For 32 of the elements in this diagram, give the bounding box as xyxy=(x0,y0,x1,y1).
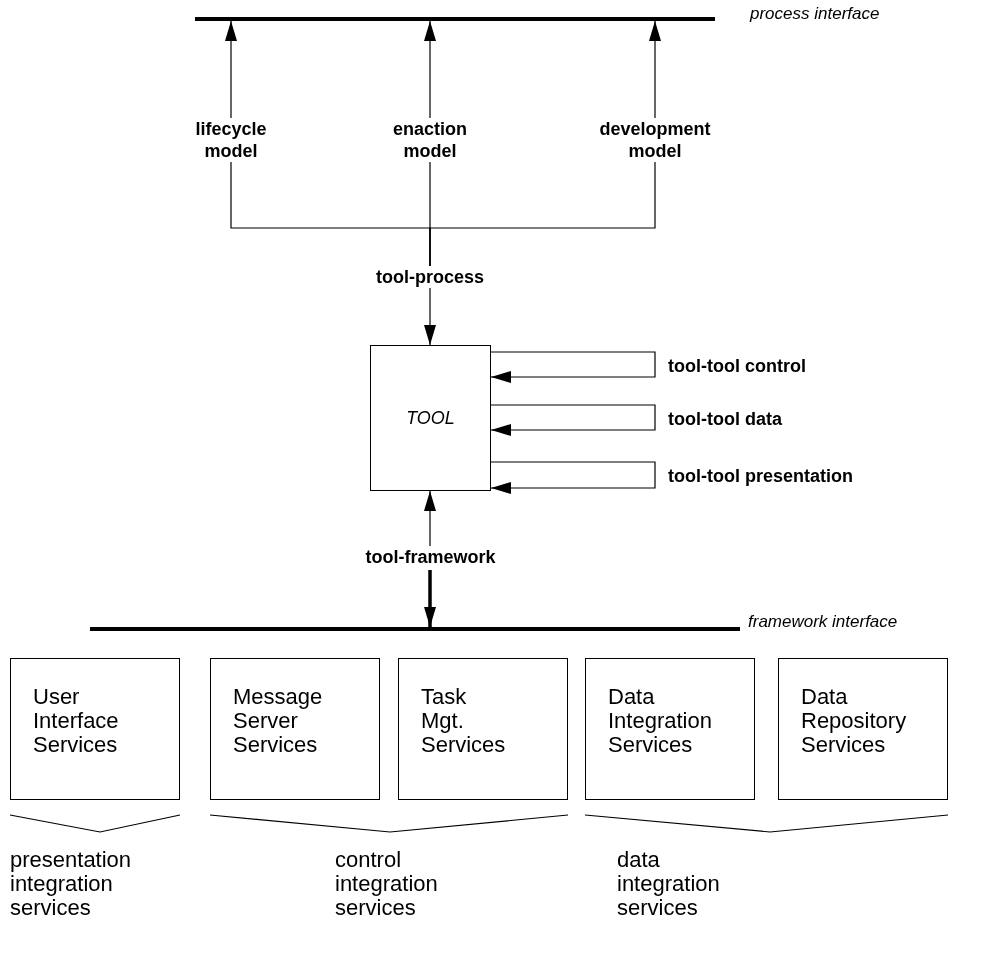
text-label: enaction model xyxy=(384,118,476,162)
service-box xyxy=(778,658,948,800)
service-box xyxy=(398,658,568,800)
arrow xyxy=(225,20,237,119)
arrow xyxy=(424,570,436,627)
group-label: data integration services xyxy=(617,848,721,920)
arrow xyxy=(490,461,656,494)
arrow xyxy=(490,404,656,436)
arrow xyxy=(424,20,436,119)
interface-label: process interface xyxy=(750,4,880,24)
text-label: tool-framework xyxy=(333,546,528,570)
box-text: Task Mgt. Services xyxy=(421,685,506,757)
text-label: lifecycle model xyxy=(185,118,277,162)
box-text: TOOL xyxy=(406,407,455,429)
text-label: tool-process xyxy=(355,266,505,288)
arrow xyxy=(424,287,436,346)
box-text: User Interface Services xyxy=(33,685,119,757)
arrow xyxy=(424,490,436,547)
tool-box xyxy=(370,345,491,491)
text-label: development model xyxy=(595,118,715,162)
arrow xyxy=(490,351,656,383)
service-box xyxy=(210,658,380,800)
box-text: Data Repository Services xyxy=(801,685,907,757)
group-label: control integration services xyxy=(335,848,439,920)
group-label: presentation integration services xyxy=(10,848,133,920)
connector-line xyxy=(429,161,656,267)
arrow xyxy=(649,20,661,119)
box-text: Data Integration Services xyxy=(608,685,712,757)
box-text: Message Server Services xyxy=(233,685,323,757)
service-box xyxy=(585,658,755,800)
service-box xyxy=(10,658,180,800)
interface-label: framework interface xyxy=(748,612,898,632)
